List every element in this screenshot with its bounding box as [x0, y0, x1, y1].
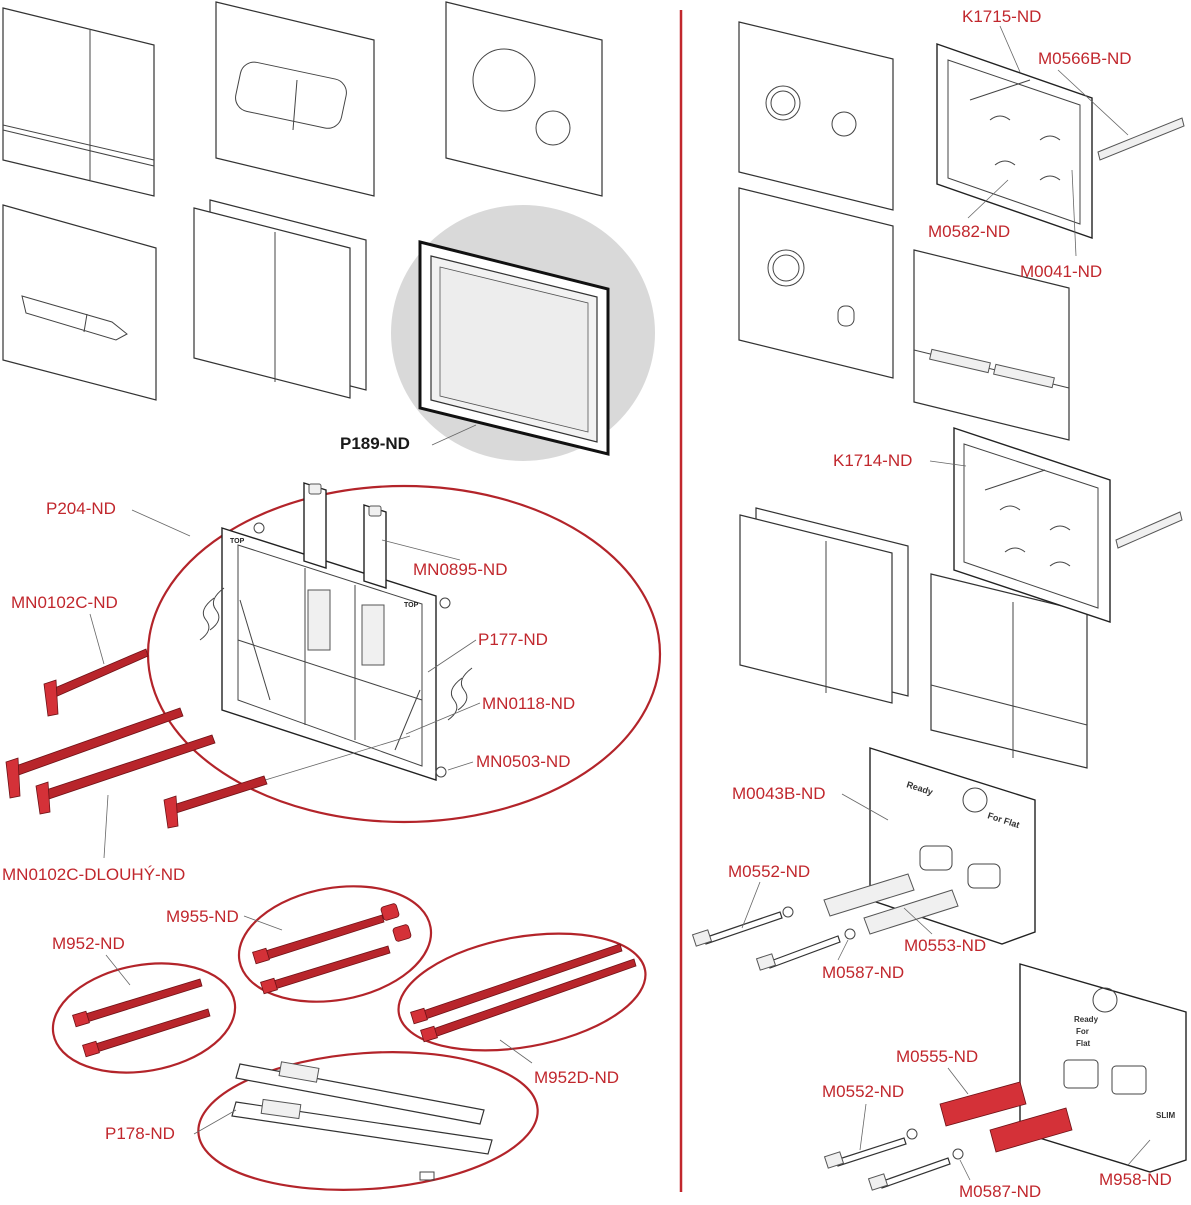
- m0552-screws-b: [823, 1128, 964, 1191]
- ready-small-text: Ready: [1074, 1015, 1099, 1024]
- label-mn0102c-long: MN0102C-DLOUHÝ-ND: [2, 865, 185, 884]
- flat-small-text: Flat: [1076, 1039, 1091, 1048]
- mn0895-sliders: [303, 482, 387, 589]
- for-small-text: For: [1076, 1027, 1089, 1036]
- m952-screws: [72, 978, 211, 1058]
- label-m0587-a: M0587-ND: [822, 963, 904, 982]
- k1714-frame: [953, 427, 1183, 623]
- flush-plate-square-lower-bar: [930, 573, 1088, 769]
- m958-frame: Ready For Flat SLIM: [1019, 963, 1187, 1173]
- label-m0566b: M0566B-ND: [1038, 49, 1132, 68]
- label-m0553: M0553-ND: [904, 936, 986, 955]
- frame-top-left-text: TOP: [230, 538, 245, 545]
- mn0102c-long-rods: [5, 707, 268, 829]
- p189-highlight: P189-ND: [340, 205, 655, 461]
- label-m952: M952-ND: [52, 934, 125, 953]
- frame-top-right-text: TOP: [404, 602, 419, 609]
- label-m0552-b: M0552-ND: [822, 1082, 904, 1101]
- label-p189: P189-ND: [340, 434, 410, 453]
- spring-right: [457, 667, 473, 711]
- m952d-screws: [410, 943, 637, 1043]
- m955-ellipse: [237, 885, 433, 1003]
- flush-plate-slide-button: [2, 204, 157, 401]
- label-mn0102c: MN0102C-ND: [11, 593, 118, 612]
- m952-ellipse: [51, 962, 237, 1074]
- m0552-screws-a: [691, 906, 856, 971]
- label-m0555: M0555-ND: [896, 1047, 978, 1066]
- label-mn0503: MN0503-ND: [476, 752, 570, 771]
- slim-text: SLIM: [1156, 1111, 1175, 1120]
- flush-plate-circle-knob: [738, 187, 894, 379]
- label-k1714: K1714-ND: [833, 451, 912, 470]
- label-p178: P178-ND: [105, 1124, 175, 1143]
- label-m952d: M952D-ND: [534, 1068, 619, 1087]
- m955-screws: [252, 903, 412, 995]
- flush-plate-round-buttons: [445, 1, 603, 197]
- p204-group-ellipse: [146, 484, 662, 824]
- m0555-blocks: [939, 1081, 1073, 1153]
- label-p204: P204-ND: [46, 499, 116, 518]
- label-mn0118: MN0118-ND: [482, 694, 575, 713]
- p178-plates: [231, 1061, 493, 1181]
- m952d-ellipse: [397, 932, 647, 1052]
- label-mn0895: MN0895-ND: [413, 560, 507, 579]
- flush-plate-circle-buttons: [738, 21, 894, 211]
- label-m958: M958-ND: [1099, 1170, 1172, 1189]
- k1715-frame: [936, 43, 1185, 239]
- m0043b-frame: Ready For Flat: [869, 747, 1036, 945]
- label-m0043b: M0043B-ND: [732, 784, 826, 803]
- flush-plate-square-double-layer: [193, 199, 367, 399]
- label-m0587-b: M0587-ND: [959, 1182, 1041, 1200]
- flush-plate-rounded-buttons: [215, 1, 375, 197]
- label-m0582: M0582-ND: [928, 222, 1010, 241]
- label-m0041: M0041-ND: [1020, 262, 1102, 281]
- spring-left: [209, 587, 225, 631]
- p204-frame: TOP TOP: [221, 522, 451, 781]
- label-p177: P177-ND: [478, 630, 548, 649]
- label-m0552-a: M0552-ND: [728, 862, 810, 881]
- label-k1715: K1715-ND: [962, 7, 1041, 26]
- mn0102c-short-rod: [43, 648, 149, 717]
- m0553-bars: [823, 873, 959, 935]
- p178-ellipse: [197, 1051, 539, 1191]
- flush-plate-square-thin: [739, 507, 909, 704]
- label-m955: M955-ND: [166, 907, 239, 926]
- flush-plate-bar-buttons: [913, 249, 1070, 441]
- flush-plate-square-dual: [2, 7, 155, 197]
